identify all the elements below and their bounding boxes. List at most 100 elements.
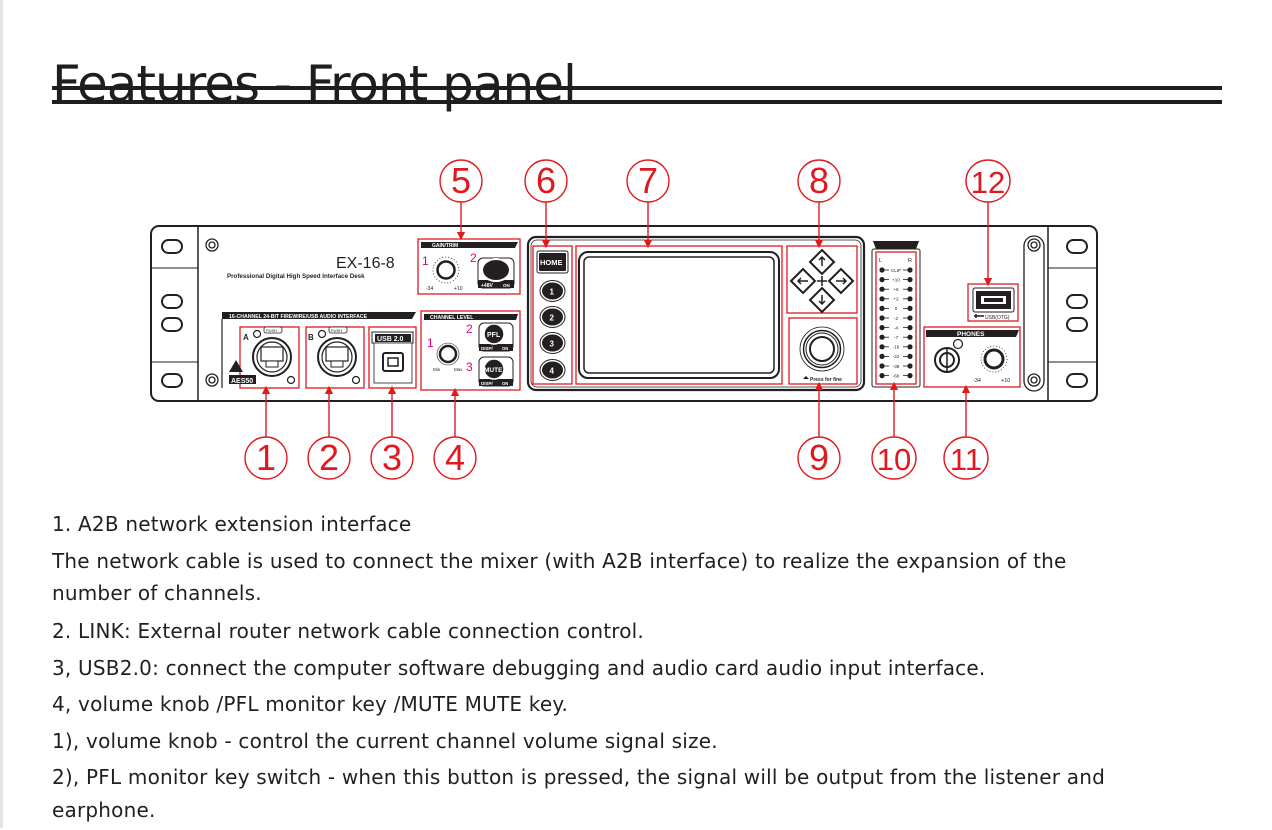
device-model: EX-16-8 (336, 255, 395, 272)
phantom-number: 2 (470, 251, 477, 265)
rack-slot (161, 294, 183, 309)
callout-circle (524, 159, 568, 203)
move-icon (817, 276, 827, 286)
callout-number: 10 (877, 442, 911, 477)
usb-otg-label: USB(OTG) (985, 315, 1010, 321)
meter-led-left (879, 305, 885, 311)
warning-icon (229, 360, 243, 372)
nav-down-button[interactable] (808, 286, 836, 314)
front-panel-diagram: EX-16-8 Professional Digital High Speed … (150, 159, 1098, 480)
meter-led-right (907, 334, 913, 340)
number-button-3[interactable]: 3 (539, 332, 566, 354)
gain-trim-header: GAIN/TRIM (432, 243, 458, 249)
callout-number: 1 (256, 437, 276, 478)
description-item-4-sub-2-cont: earphone. (52, 797, 156, 822)
callout-number: 5 (451, 160, 471, 201)
panel-screws (205, 235, 1045, 392)
encoder-section: Press for fine (788, 317, 858, 385)
phones-min-label: -34 (973, 378, 981, 384)
description-item-1-body: The network cable is used to connect the… (52, 548, 1067, 573)
mute-button[interactable] (483, 358, 505, 380)
number-button-label: 1 (550, 288, 555, 297)
level-meter: L R CLIP+10+6+20-2-4-7-16-22-38-60 (871, 241, 921, 388)
meter-led-right (907, 267, 913, 273)
meter-led-right (907, 373, 913, 379)
meter-led-right (907, 344, 913, 350)
usb-b-icon (382, 352, 404, 372)
callout-1: 1 (244, 385, 288, 480)
nav-up-button[interactable] (808, 248, 836, 276)
meter-led-right (907, 277, 913, 283)
rack-slot (1066, 373, 1088, 388)
gain-knob[interactable] (436, 260, 456, 280)
meter-led-left (879, 315, 885, 321)
meter-level-label: -16 (893, 345, 900, 350)
meter-led-left (879, 325, 885, 331)
usb-icon (974, 314, 984, 318)
meter-led-left (879, 363, 885, 369)
callout-circle (439, 159, 483, 203)
rack-slot (1066, 239, 1088, 254)
encoder-caption: Press for fine (810, 377, 842, 383)
rack-slot (161, 239, 183, 254)
gain-max-label: +10 (454, 286, 463, 292)
callout-circle (943, 436, 989, 480)
callout-10: 10 (871, 381, 917, 480)
phantom-power-button[interactable] (481, 258, 511, 282)
a2b-port-a[interactable]: A PUSH AES50 (229, 326, 300, 389)
number-button-4[interactable]: 4 (539, 359, 566, 381)
arrow-left-icon (796, 277, 808, 285)
usb2-port[interactable]: USB 2.0 (368, 326, 417, 389)
callout-circle (244, 436, 288, 480)
meter-led-right (907, 363, 913, 369)
push-label: PUSH (266, 328, 277, 333)
rack-slot (161, 373, 183, 388)
callout-12: 12 (965, 159, 1011, 287)
home-label: HOME (540, 258, 563, 267)
callout-11: 11 (943, 384, 989, 480)
page-title: Features - Front panel (52, 54, 577, 113)
channel-level-header: CHANNEL LEVEL (430, 315, 474, 321)
meter-row: -16 (879, 344, 913, 350)
gain-trim-section: GAIN/TRIM 1 2 -34 +10 +48V ON (417, 238, 521, 295)
channel-volume-knob[interactable] (438, 344, 458, 364)
nav-left-button[interactable] (789, 267, 817, 295)
gain-min-label: -34 (426, 286, 433, 292)
callout-number: 6 (536, 160, 556, 201)
phones-header: PHONES (957, 331, 985, 338)
meter-level-label: -22 (893, 354, 900, 359)
pfl-number: 2 (466, 322, 473, 336)
link-port-b[interactable]: B PUSH (305, 326, 365, 389)
description: 1. A2B network extension interface The n… (52, 506, 1232, 830)
meter-led-right (907, 315, 913, 321)
callout-number: 8 (809, 160, 829, 201)
meter-left-label: L (879, 258, 882, 264)
aes50-label: AES50 (231, 378, 253, 385)
meter-led-left (879, 277, 885, 283)
meter-led-left (879, 373, 885, 379)
arrow-down-icon (818, 295, 826, 306)
phones-volume-knob[interactable] (983, 348, 1005, 370)
pfl-button[interactable] (483, 323, 505, 345)
callout-4: 4 (433, 387, 477, 480)
meter-row: 0 (879, 305, 913, 311)
number-button-label: 2 (550, 314, 555, 323)
usb-otg-port[interactable]: USB(OTG) (967, 283, 1019, 322)
touch-display[interactable] (575, 245, 783, 385)
number-button-1[interactable]: 1 (539, 280, 566, 302)
callout-number: 2 (319, 437, 339, 478)
description-item-2: 2. LINK: External router network cable c… (52, 619, 644, 643)
meter-level-label: +2 (893, 297, 899, 302)
home-button[interactable] (539, 253, 566, 271)
number-button-label: 4 (550, 367, 555, 376)
phones-max-label: +10 (1001, 378, 1010, 384)
description-item-4-sub-2: 2), PFL monitor key switch - when this b… (52, 765, 1105, 789)
push-label: PUSH (331, 328, 342, 333)
meter-level-label: CLIP (891, 268, 901, 273)
callout-7: 7 (626, 159, 670, 249)
number-button-2[interactable]: 2 (539, 306, 566, 328)
description-item-4-sub-1: 1), volume knob - control the current ch… (52, 728, 718, 753)
nav-right-button[interactable] (827, 267, 855, 295)
callout-circle (871, 436, 917, 480)
